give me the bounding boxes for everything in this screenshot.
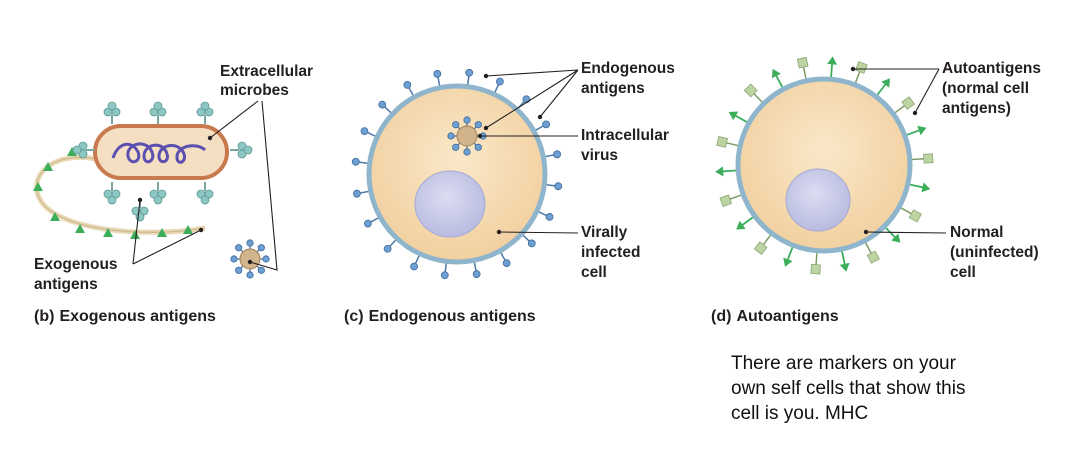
antigen-triangle [130, 230, 140, 239]
antigen-bead [472, 262, 481, 278]
label-extracellular-microbes: Extracellular microbes [220, 63, 317, 99]
antigen-triangle [183, 225, 193, 234]
antigen-arrow [771, 68, 784, 88]
antigen-bead [465, 68, 474, 85]
caption-autoantigens: (d)Autoantigens [711, 308, 839, 325]
antigen-arrow [909, 182, 931, 193]
leader-normal-cell [865, 231, 947, 234]
antigen-square [854, 61, 868, 84]
note-line: own self cells that show this [731, 378, 966, 399]
antigen-bead [538, 211, 554, 221]
endogenous-antigens [351, 68, 563, 280]
annotation-note: There are markers on your own self cells… [731, 351, 1061, 426]
label-endogenous-antigens: Endogenous antigens [581, 60, 679, 97]
antigen-bead [546, 182, 563, 191]
antigen-bead [360, 127, 376, 137]
antigen-square [911, 153, 934, 164]
note-line: There are markers on your [731, 353, 956, 374]
antigen-arrow [728, 111, 748, 123]
antigen-square [894, 96, 916, 114]
antigen-triangle [157, 228, 167, 237]
antigen-clover [149, 101, 167, 124]
antigen-bead [353, 189, 369, 198]
antigen-arrow [827, 56, 838, 78]
leader-infected-cell [498, 231, 579, 234]
antigen-triangle [67, 147, 77, 156]
antigen-arrow [885, 227, 901, 243]
label-exogenous-antigens: Exogenous antigens [34, 256, 122, 293]
antigen-square [900, 207, 922, 223]
antigen-bead [351, 157, 368, 166]
leader-autoantigens [853, 68, 940, 114]
label-virally-infected-cell: Virally infected cell [581, 224, 645, 281]
autoantigens [715, 56, 934, 275]
antigen-arrow [906, 125, 927, 136]
antigen-square [743, 83, 763, 103]
antigen-bead [440, 263, 449, 280]
panel-endogenous: Endogenous antigens Intracellular virus … [344, 60, 679, 325]
antigen-bead [545, 150, 561, 159]
normal-cell-nucleus [785, 168, 851, 232]
antigen-arrow [783, 246, 794, 267]
antigen-arrow [715, 166, 737, 177]
antigen-clover [103, 182, 121, 205]
antigen-square [864, 242, 880, 264]
antigen-clover [230, 141, 253, 159]
antigen-bead [522, 234, 536, 248]
label-normal-cell: Normal (uninfected) cell [950, 224, 1043, 281]
antigen-triangle [103, 228, 113, 237]
antigen-square [796, 56, 809, 80]
note-line: cell is you. MHC [731, 403, 869, 424]
label-autoantigens: Autoantigens (normal cell antigens) [942, 60, 1045, 117]
label-intracellular-virus: Intracellular virus [581, 127, 673, 164]
antigen-clover [72, 141, 95, 159]
antigen-triangle [43, 162, 53, 171]
antigen-arrow [736, 216, 754, 230]
antigen-clover [196, 182, 214, 205]
antigen-bead [433, 70, 442, 86]
antigen-triangle [50, 212, 60, 221]
antigen-bead [403, 80, 414, 96]
antigen-bead [383, 239, 397, 253]
infected-cell-nucleus [414, 170, 486, 238]
leader-microbes [209, 100, 278, 271]
antigen-square [753, 234, 772, 255]
antigen-square [719, 194, 742, 207]
antigen-bead [410, 255, 420, 271]
caption-endogenous: (c)Endogenous antigens [344, 308, 536, 325]
antigen-bead [500, 252, 511, 268]
leader-exogenous [132, 199, 202, 265]
tail-antigens [33, 147, 193, 239]
antigen-bead [494, 77, 504, 93]
panel-autoantigens: Autoantigens (normal cell antigens) Norm… [711, 56, 1045, 325]
antigen-bead [378, 100, 392, 114]
antigen-square [716, 136, 739, 148]
extracellular-virus [230, 239, 270, 279]
antigen-clover [196, 101, 214, 124]
normal-cell [735, 76, 913, 254]
caption-exogenous: (b)Exogenous antigens [34, 308, 216, 325]
antigen-clover [149, 182, 167, 205]
antigen-triangle [33, 182, 43, 191]
leader-endogenous [485, 69, 579, 129]
antigen-clover [103, 101, 121, 124]
bacterial-dna [111, 142, 206, 164]
antigen-arrow [839, 250, 850, 272]
antigen-triangle [75, 224, 85, 233]
panel-exogenous: Extracellular microbes Exogenous antigen… [33, 63, 317, 325]
antigen-bead [363, 217, 379, 228]
antigen-bead [535, 120, 551, 131]
antigen-arrow [876, 78, 891, 96]
antigen-square [810, 252, 821, 275]
